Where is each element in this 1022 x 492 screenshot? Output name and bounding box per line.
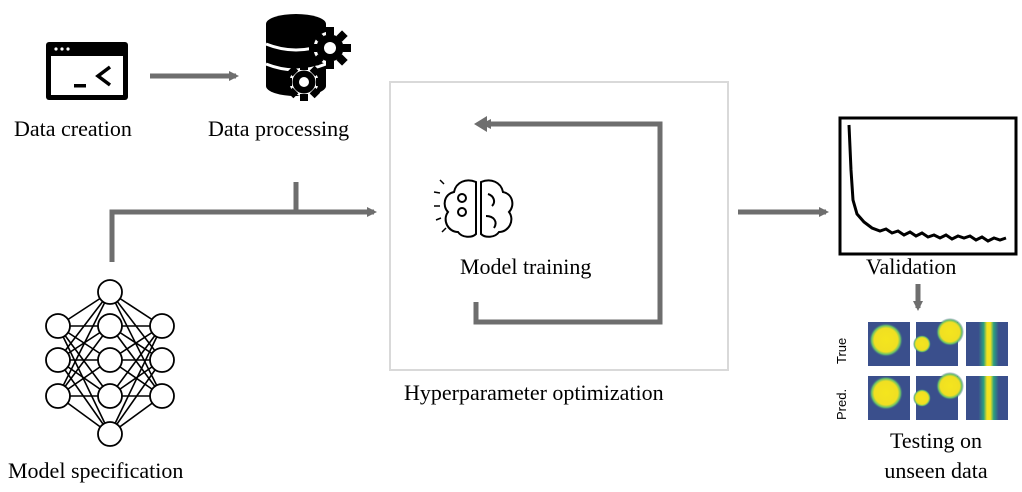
nn-node (45, 313, 71, 339)
neural-network-icon (45, 279, 175, 447)
nn-node (45, 383, 71, 409)
heatmap-true-3 (966, 322, 1008, 366)
nn-edge (109, 325, 163, 435)
heatmap-pred-1 (868, 376, 910, 420)
nn-node (45, 347, 71, 373)
label-hyperparameter-optimization: Hyperparameter optimization (404, 380, 664, 405)
hyperparameter-box (389, 81, 729, 371)
heatmap-true-1 (868, 322, 910, 366)
nn-edge (57, 291, 111, 361)
nn-node (97, 421, 123, 447)
terminal-window-icon (46, 42, 128, 100)
heatmap-pred-2 (913, 372, 964, 420)
nn-edge (57, 325, 111, 435)
heatmap-true-2 (913, 318, 964, 366)
nn-edge (109, 359, 163, 435)
nn-node (97, 313, 123, 339)
label-data-creation: Data creation (14, 116, 132, 141)
label-validation: Validation (866, 254, 957, 279)
nn-edge (109, 325, 163, 397)
nn-node (97, 347, 123, 373)
training-loop-arrow (473, 121, 663, 325)
heatmap-pred-3 (966, 376, 1008, 420)
loss-curve-icon (838, 116, 1018, 256)
arrow-into-training (109, 207, 377, 262)
row-label-pred: Pred. (834, 388, 849, 420)
nn-edge (57, 359, 111, 435)
label-testing-line2: unseen data (884, 458, 988, 483)
label-model-training: Model training (460, 254, 592, 279)
nn-edge (109, 291, 163, 397)
row-label-true: True (834, 337, 849, 364)
label-testing-line1: Testing on (890, 428, 982, 453)
label-data-processing: Data processing (208, 116, 350, 141)
label-model-specification: Model specification (8, 458, 184, 483)
nn-edge (57, 291, 111, 397)
nn-node (97, 279, 123, 305)
nn-node (149, 347, 175, 373)
testing-heatmaps (868, 318, 1008, 420)
nn-node (149, 313, 175, 339)
database-gears-icon (265, 14, 351, 101)
brain-gears-icon (433, 179, 514, 238)
nn-node (97, 383, 123, 409)
nn-node (149, 383, 175, 409)
nn-edge (57, 325, 111, 397)
